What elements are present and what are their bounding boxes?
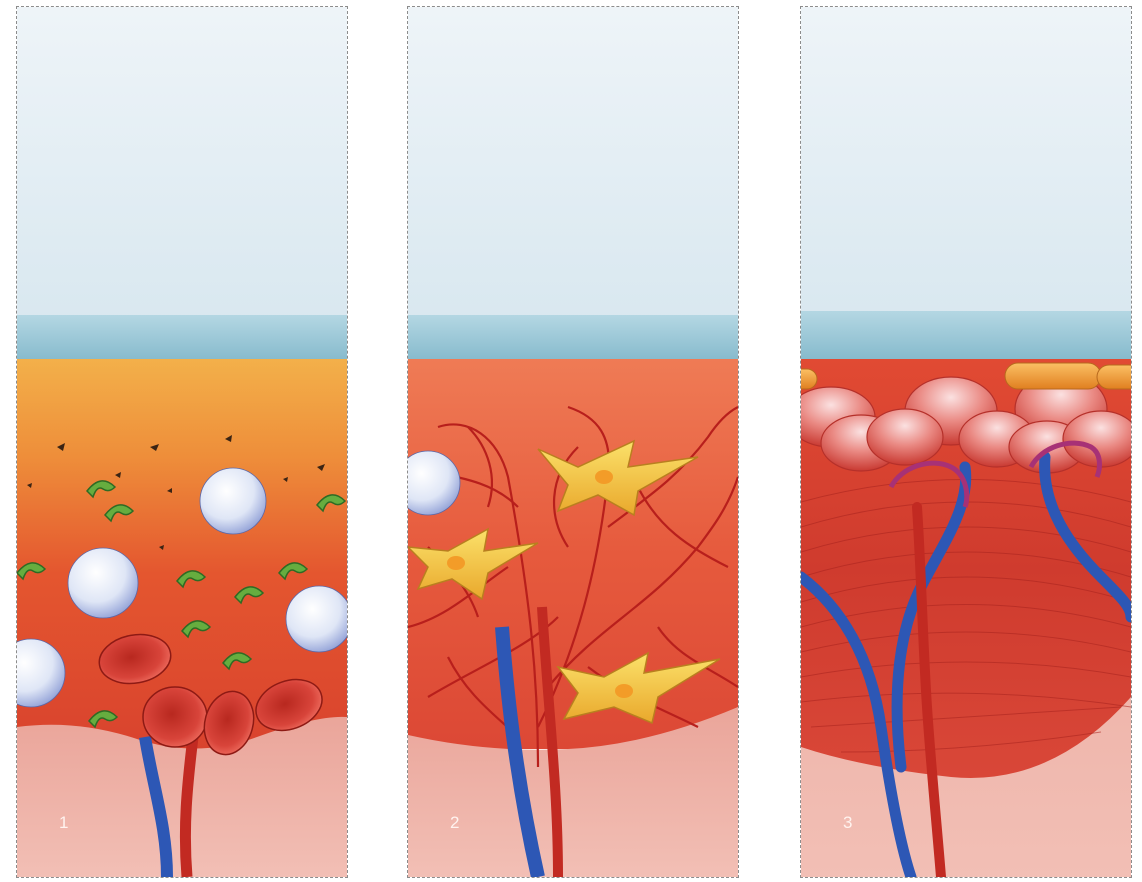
stage-number-3: 3 [843,813,852,833]
sky [17,7,347,319]
stage-1-illustration [17,7,347,877]
sky [801,7,1131,319]
stage-number-2: 2 [450,813,459,833]
sky [408,7,738,319]
stage-number-1: 1 [59,813,68,833]
stage-panel-2: 2 [407,6,739,878]
stage-panel-1: 1 [16,6,348,878]
stage-panel-3: 3 [800,6,1132,878]
water-surface [801,311,1131,367]
stage-3-illustration [801,7,1131,877]
stage-2-illustration [408,7,738,877]
